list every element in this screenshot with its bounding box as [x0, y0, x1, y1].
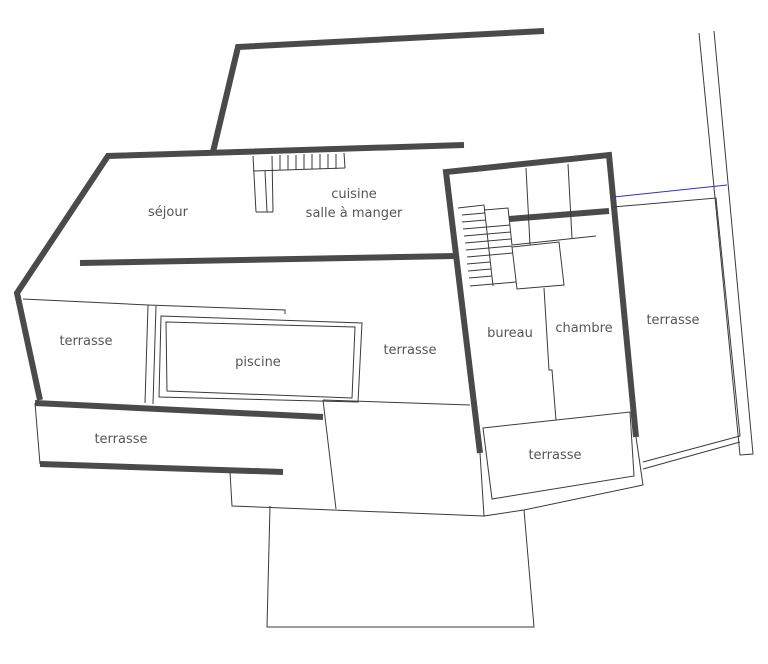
label-cuisine: cuisine [331, 187, 377, 202]
label-terrasse-center: terrasse [383, 343, 436, 358]
room-labels: séjour cuisine salle à manger terrasse p… [59, 187, 699, 463]
label-chambre: chambre [555, 321, 612, 336]
label-salle-a-manger: salle à manger [306, 206, 403, 221]
stair-tower [457, 204, 517, 287]
label-sejour: séjour [148, 205, 189, 220]
label-terrasse-right: terrasse [646, 313, 699, 328]
thin-lines [22, 30, 754, 628]
label-terrasse-lower: terrasse [94, 432, 147, 447]
label-bureau: bureau [487, 326, 533, 341]
stair-main [252, 152, 346, 213]
label-terrasse-tower: terrasse [528, 448, 581, 463]
label-terrasse-left: terrasse [59, 334, 112, 349]
thick-walls [13, 28, 639, 475]
label-piscine: piscine [235, 355, 281, 370]
blue-line [613, 184, 728, 198]
